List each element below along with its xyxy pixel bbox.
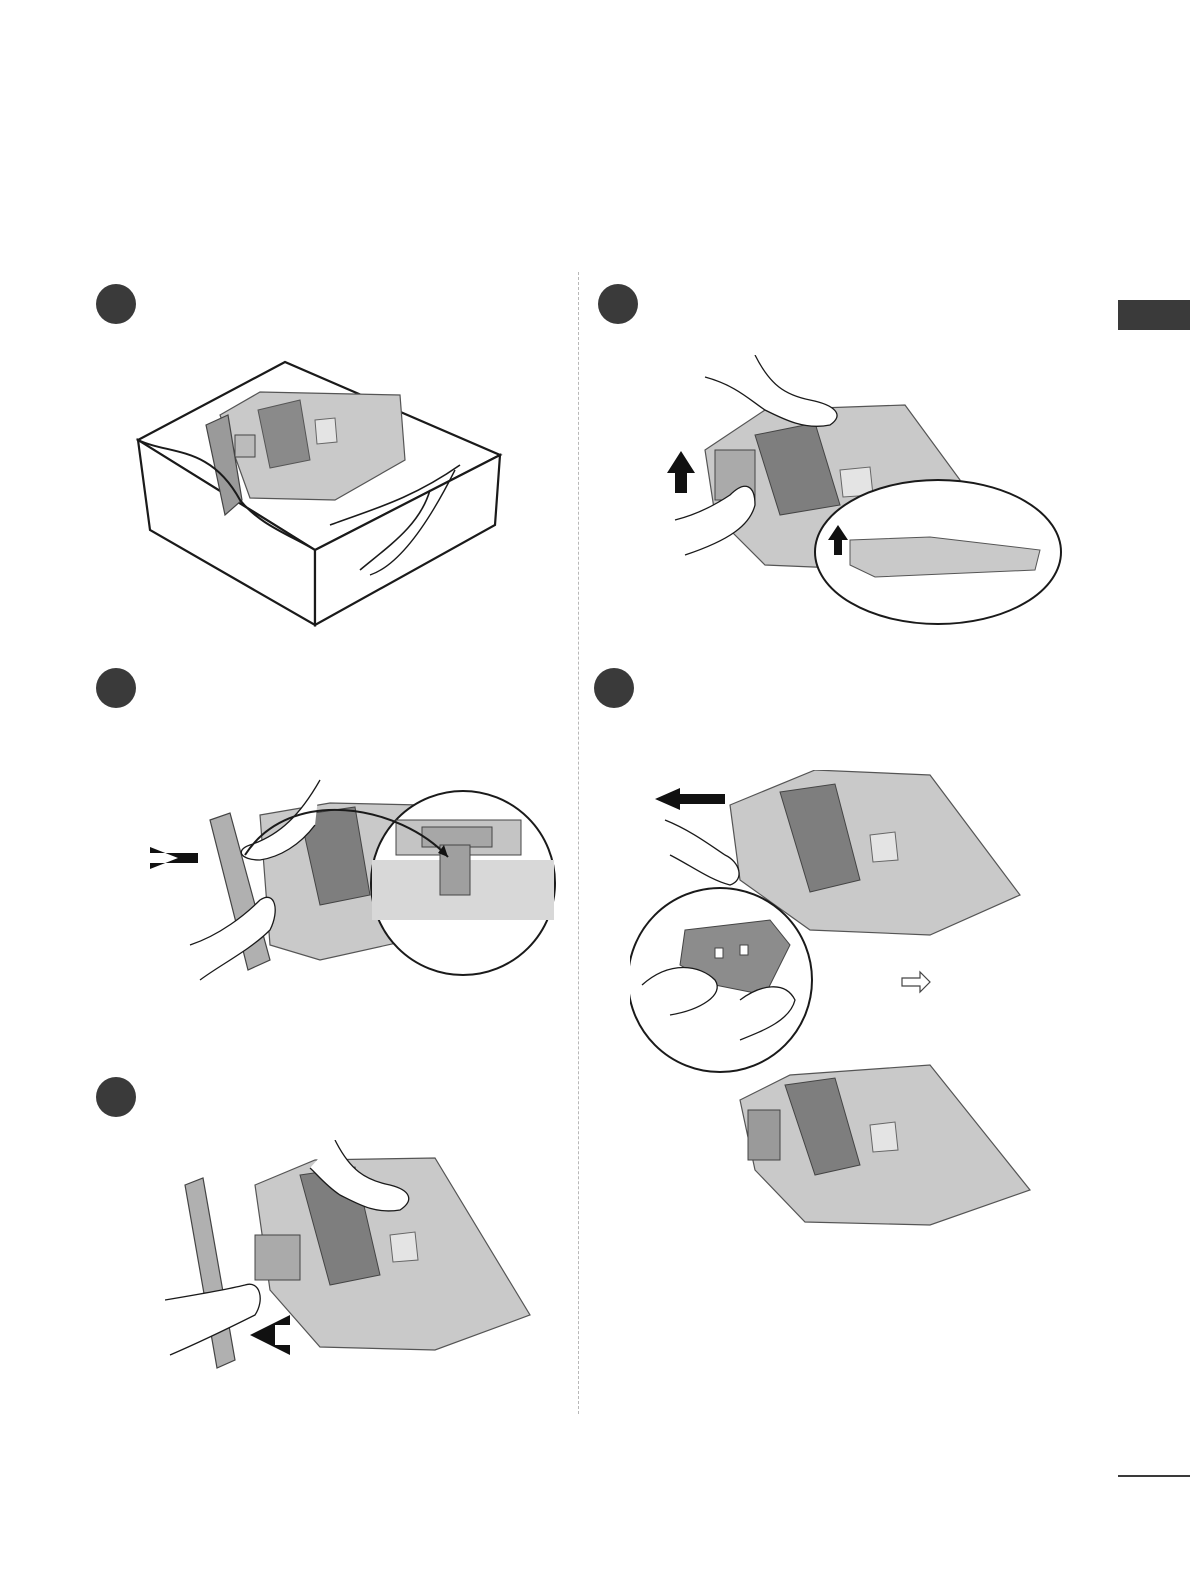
step-4-marker [594, 668, 634, 708]
page-number-rule [1118, 1475, 1190, 1477]
step-2-illustration [655, 355, 1075, 635]
step-5-illustration [165, 1140, 535, 1380]
section-tab-marker [1118, 300, 1190, 330]
column-divider [578, 272, 579, 1414]
step-1-illustration [130, 350, 510, 640]
step-5-marker [96, 1077, 136, 1117]
step-3-marker [96, 668, 136, 708]
step-3-illustration [150, 775, 560, 995]
step-2-marker [598, 284, 638, 324]
step-4-illustration [630, 770, 1050, 1240]
step-1-marker [96, 284, 136, 324]
